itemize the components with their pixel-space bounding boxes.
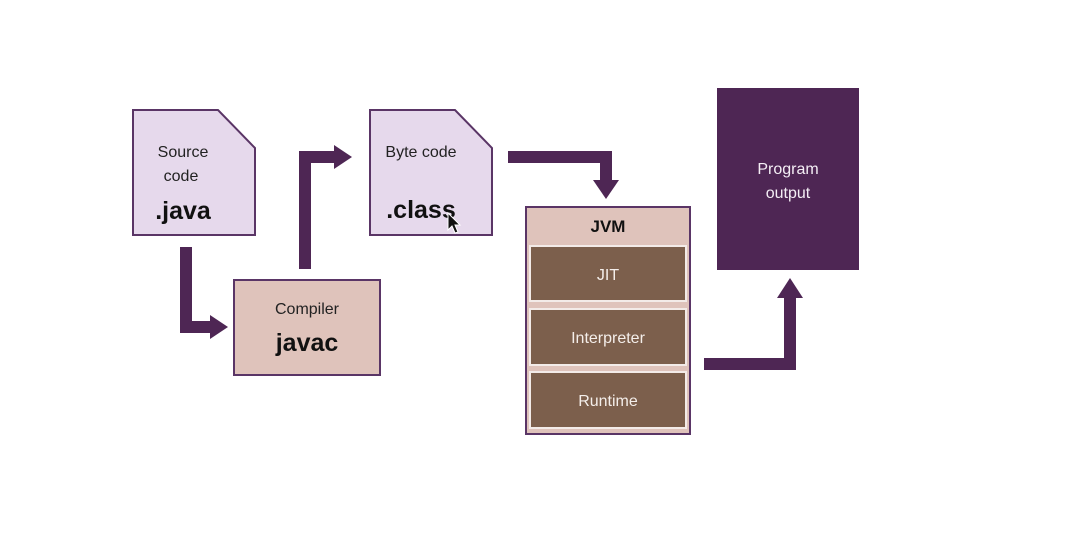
source-code-label-2: code <box>164 168 199 185</box>
jvm-component-label: Interpreter <box>571 330 645 347</box>
arrow-compiler-to-bytecode <box>299 145 352 269</box>
program-output-label: Program <box>757 161 818 178</box>
program-output-label-2: output <box>766 185 811 202</box>
arrow-bytecode-to-jvm <box>508 151 619 199</box>
jvm-box: JVM JIT Interpreter Runtime <box>525 206 691 435</box>
source-code-label: Source <box>158 144 209 161</box>
compiler-label: Compiler <box>275 301 340 318</box>
source-code-file: Source code .java <box>132 109 256 236</box>
jvm-title: JVM <box>591 217 626 236</box>
jvm-component-label: Runtime <box>578 393 638 410</box>
jvm-component-runtime: Runtime <box>529 371 687 429</box>
compiler-box: Compiler javac <box>233 279 381 376</box>
arrow-source-to-compiler <box>180 247 228 339</box>
source-extension: .java <box>155 197 212 225</box>
arrow-jvm-to-output <box>704 278 803 370</box>
program-output-box: Program output <box>717 88 859 270</box>
bytecode-label: Byte code <box>385 144 456 161</box>
compiler-name: javac <box>275 329 339 357</box>
mouse-pointer-icon <box>447 211 462 234</box>
bytecode-extension: .class <box>386 196 456 224</box>
jvm-component-jit: JIT <box>529 245 687 302</box>
bytecode-file: Byte code .class <box>369 109 493 236</box>
jvm-component-interpreter: Interpreter <box>529 308 687 366</box>
jvm-component-label: JIT <box>597 267 619 284</box>
